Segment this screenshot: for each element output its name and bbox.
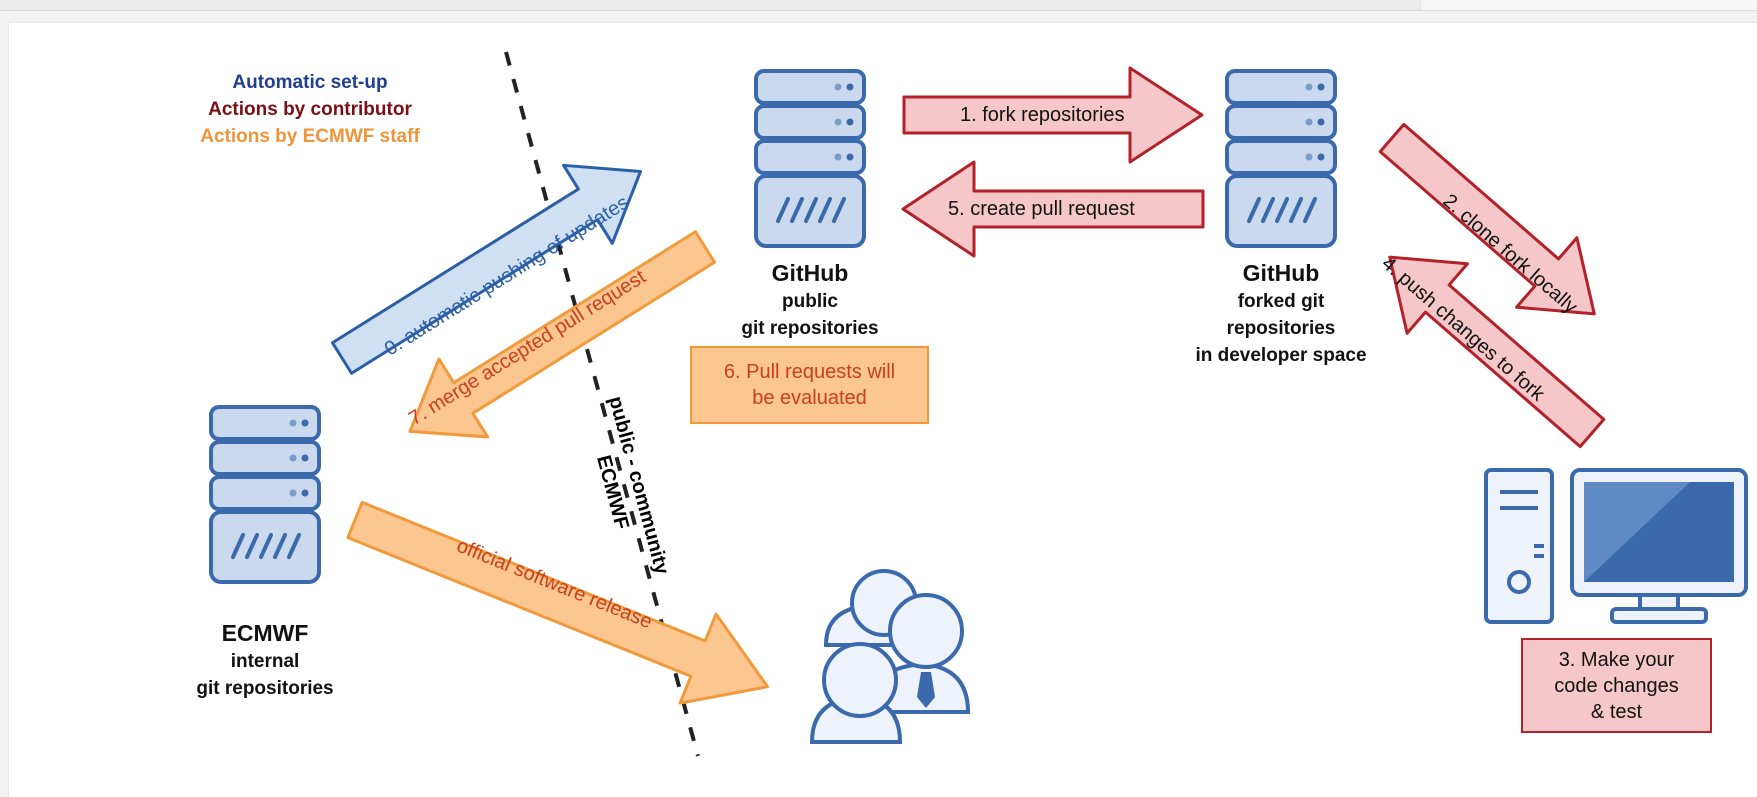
push-arrow (1388, 255, 1606, 449)
evaluate-box: 6. Pull requests will be evaluated (690, 346, 929, 424)
changes-line3: & test (1590, 700, 1643, 723)
ecmwf-label: ECMWF internal git repositories (155, 618, 375, 702)
pull-request-arrow (901, 160, 1205, 258)
desktop-computer-icon (1484, 468, 1748, 624)
evaluate-line2: be evaluated (752, 387, 867, 409)
legend: Automatic set-up Actions by contributor … (160, 69, 460, 150)
github-public-title: GitHub (771, 260, 849, 286)
public-ecmwf-divider (504, 51, 700, 757)
legend-contributor: Actions by contributor (208, 99, 412, 120)
ecmwf-title: ECMWF (221, 620, 309, 646)
ecmwf-line2: git repositories (196, 678, 334, 699)
clone-arrow (1378, 122, 1596, 316)
auto-push-arrow (330, 163, 643, 375)
changes-line1: 3. Make your (1558, 648, 1675, 671)
legend-automatic: Automatic set-up (232, 72, 388, 93)
github-public-line2: git repositories (741, 318, 879, 339)
evaluate-line1: 6. Pull requests will (723, 361, 896, 383)
github-fork-title: GitHub (1242, 260, 1320, 286)
release-arrow (346, 500, 770, 705)
window-top-bar (0, 0, 1757, 11)
pull-request-arrow-label: 5. create pull request (948, 198, 1135, 220)
window-top-bar-right (1420, 0, 1757, 10)
github-fork-label: GitHub forked git repositories in develo… (1170, 258, 1392, 369)
ecmwf-line1: internal (230, 651, 300, 672)
changes-line2: code changes (1554, 674, 1679, 697)
merge-arrow (408, 230, 717, 439)
fork-arrow (902, 66, 1204, 164)
github-public-line1: public (782, 291, 838, 312)
github-public-label: GitHub public git repositories (700, 258, 920, 342)
ecmwf-server-icon (209, 405, 321, 584)
legend-staff: Actions by ECMWF staff (200, 126, 420, 147)
github-fork-line1: forked git (1237, 291, 1325, 312)
github-fork-server-icon (1225, 69, 1337, 248)
fork-arrow-label: 1. fork repositories (960, 104, 1125, 126)
github-fork-line3: in developer space (1195, 345, 1367, 366)
github-public-server-icon (754, 69, 866, 248)
github-fork-line2: repositories (1226, 318, 1336, 339)
code-changes-box: 3. Make your code changes & test (1521, 638, 1712, 733)
community-users-icon (809, 569, 971, 744)
